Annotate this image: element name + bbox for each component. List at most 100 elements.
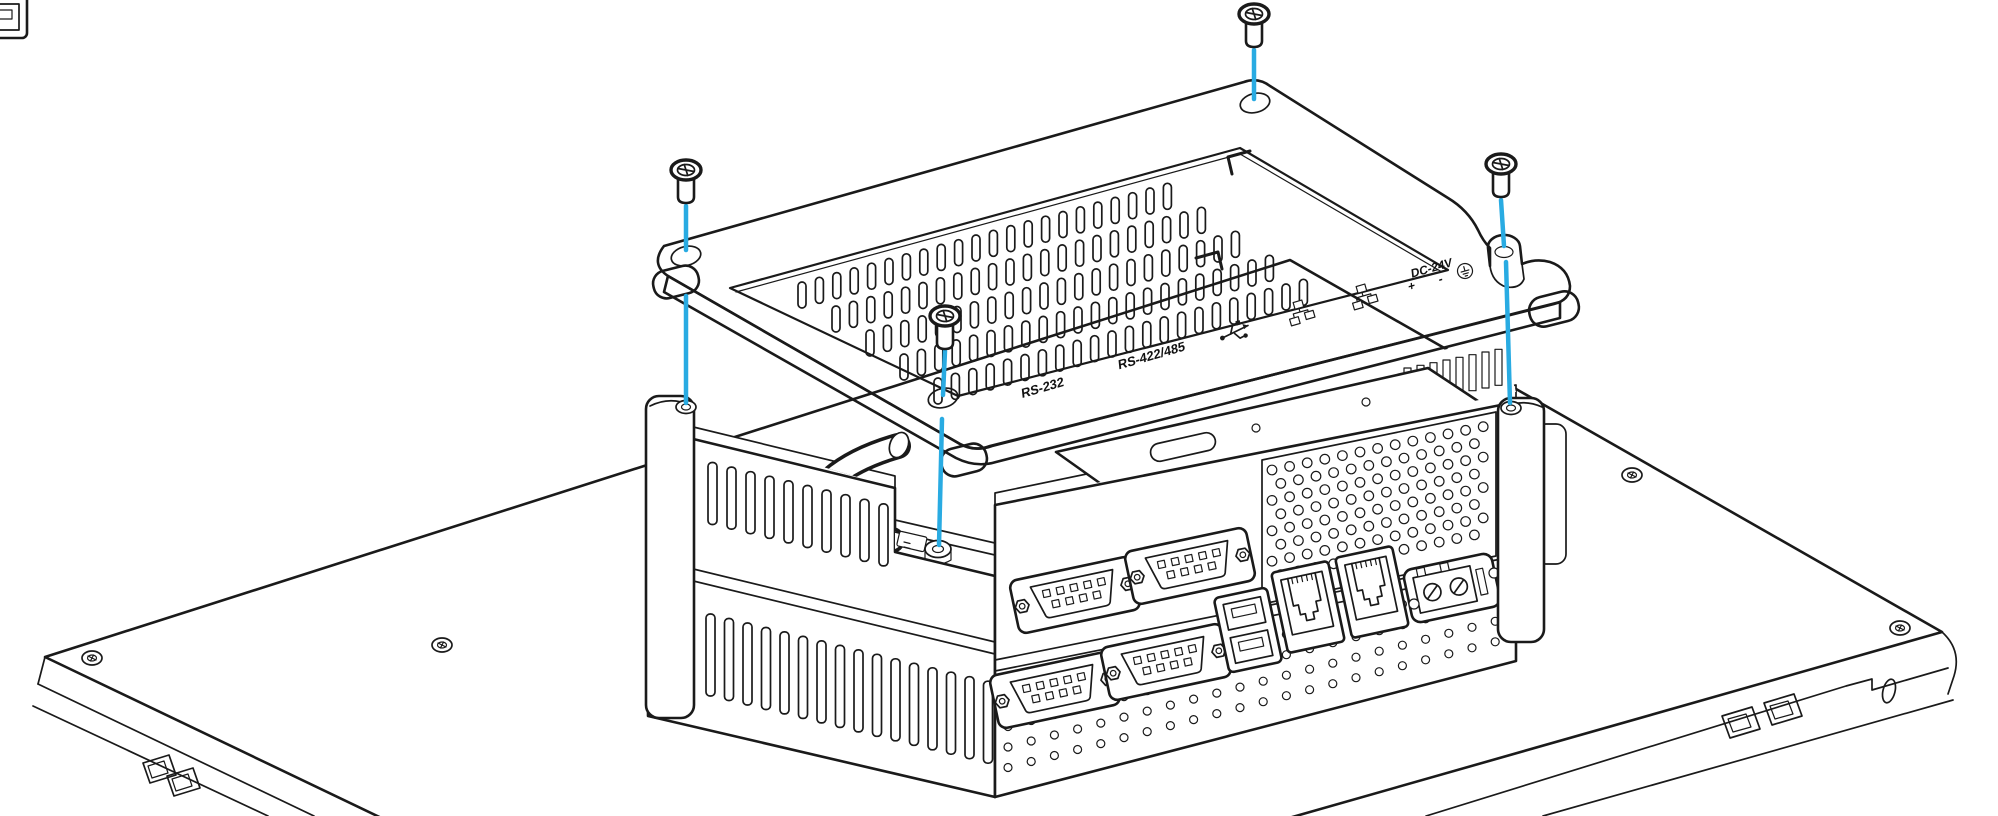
- vent-slot: [1263, 287, 1274, 316]
- vent-slot: [1178, 244, 1189, 273]
- vent-slot: [1247, 259, 1257, 287]
- vent-slot: [1145, 187, 1155, 215]
- honeycomb-hole: [1468, 438, 1480, 450]
- vent-slot: [760, 626, 772, 711]
- vent-slot: [831, 305, 841, 333]
- honeycomb-hole: [1451, 472, 1463, 484]
- honeycomb-hole: [1310, 531, 1322, 543]
- honeycomb-hole: [1266, 525, 1278, 537]
- vent-slot: [1159, 316, 1170, 344]
- perforation-hole: [1142, 726, 1152, 737]
- honeycomb-hole: [1284, 491, 1295, 503]
- vent-slot: [1056, 277, 1067, 306]
- vent-slot: [878, 503, 889, 567]
- vent-slot: [1124, 325, 1135, 354]
- honeycomb-hole: [1380, 517, 1392, 528]
- vent-slot: [986, 296, 997, 324]
- vent-slot: [970, 267, 981, 296]
- honeycomb-hole: [1354, 477, 1366, 488]
- honeycomb-hole: [1380, 456, 1392, 468]
- honeycomb-hole: [1301, 487, 1313, 499]
- ground-icon: [1456, 262, 1474, 280]
- vent-slot: [1162, 182, 1173, 211]
- vent-slot: [1089, 334, 1100, 363]
- honeycomb-hole: [1424, 492, 1436, 504]
- vent-slot: [848, 300, 859, 329]
- vent-slot: [1230, 230, 1241, 259]
- honeycomb-holes: [1266, 421, 1489, 580]
- honeycomb-hole: [1319, 514, 1331, 526]
- perforation-hole: [1003, 742, 1013, 752]
- perforation-hole: [1258, 697, 1268, 707]
- power-button-slot: [1881, 678, 1897, 704]
- vent-slot: [1110, 196, 1121, 225]
- panel-screw: [1889, 620, 1911, 636]
- honeycomb-hole: [1284, 552, 1295, 563]
- honeycomb-hole: [1424, 523, 1436, 535]
- vent-slot: [834, 644, 846, 729]
- cover-vent-slots: [797, 182, 1309, 405]
- perforation-hole: [1072, 724, 1083, 734]
- vent-slot: [707, 461, 718, 526]
- vent-slot: [831, 271, 842, 300]
- vent-slot: [1023, 220, 1034, 248]
- honeycomb-hole: [1336, 511, 1348, 522]
- perforation-hole: [1212, 708, 1222, 719]
- honeycomb-hole: [1389, 500, 1401, 511]
- honeycomb-hole: [1468, 529, 1480, 541]
- vent-slot: [1054, 344, 1065, 372]
- vent-slot: [1196, 206, 1207, 235]
- vent-slot: [953, 238, 964, 267]
- vent-slot: [726, 466, 737, 530]
- honeycomb-hole: [1363, 490, 1375, 502]
- vent-slot: [1281, 283, 1291, 311]
- vent-slot: [1264, 254, 1275, 283]
- vent-slot: [1160, 249, 1171, 277]
- honeycomb-hole: [1460, 455, 1471, 467]
- vent-slot: [1090, 301, 1101, 330]
- honeycomb-hole: [1328, 467, 1339, 479]
- vent-slot: [1143, 253, 1154, 282]
- perforation-hole: [1235, 702, 1245, 713]
- honeycomb-hole: [1372, 503, 1383, 515]
- panel-corner-round: [1941, 631, 1958, 695]
- vent-slot: [952, 272, 963, 300]
- honeycomb-hole: [1442, 458, 1454, 470]
- vent-slot: [890, 657, 901, 742]
- honeycomb-hole: [1284, 461, 1295, 472]
- vent-slot: [1005, 258, 1015, 286]
- vent-slot: [1176, 311, 1187, 340]
- honeycomb-hole: [1477, 512, 1489, 524]
- usb-ports: [0, 0, 29, 40]
- perforation-hole: [1026, 756, 1036, 767]
- vent-slot: [853, 649, 864, 733]
- honeycomb-hole: [1468, 499, 1480, 510]
- panel-bezel-edge: [1425, 667, 1949, 816]
- honeycomb-hole: [1275, 478, 1287, 489]
- perforation-hole: [1444, 649, 1454, 659]
- vent-slot: [1004, 291, 1015, 320]
- fin: [1468, 354, 1477, 392]
- honeycomb-hole: [1319, 484, 1331, 496]
- honeycomb-hole: [1319, 545, 1331, 556]
- vent-slot: [1020, 320, 1031, 348]
- vent-slot: [935, 276, 946, 305]
- vent-slot: [1213, 235, 1223, 263]
- screw-guide-line: [1503, 259, 1513, 406]
- honeycomb-hole: [1416, 509, 1427, 521]
- perforation-hole: [1467, 643, 1477, 653]
- vent-slot: [988, 229, 999, 258]
- vent-slot: [1074, 239, 1085, 268]
- vent-slot: [1073, 272, 1084, 301]
- honeycomb-hole: [1372, 473, 1383, 485]
- vent-slot: [779, 631, 790, 715]
- perforation-hole: [1328, 658, 1338, 668]
- perforation-hole: [1281, 670, 1292, 680]
- perforation-hole: [1328, 679, 1338, 689]
- screw-guide-lines: [683, 47, 1513, 548]
- perforation-hole: [1049, 730, 1060, 740]
- honeycomb-hole: [1451, 441, 1463, 453]
- vent-slot: [865, 295, 876, 324]
- vent-slot: [865, 329, 875, 357]
- connector-screw: [1408, 598, 1420, 610]
